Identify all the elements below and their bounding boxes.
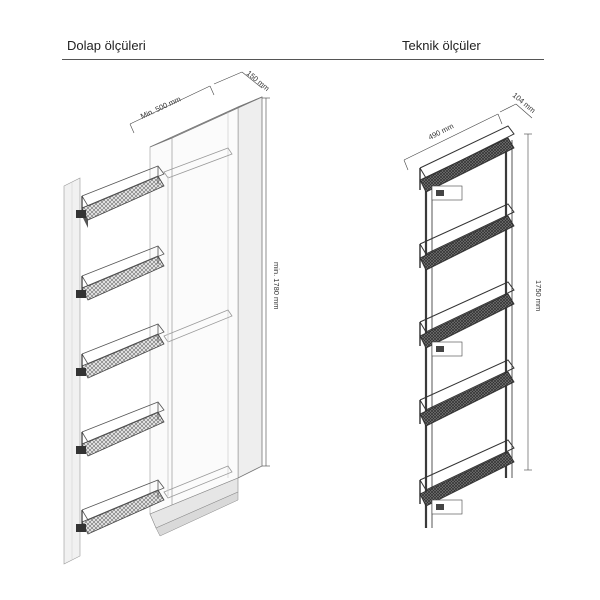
cabinet-dimensions-heading: Dolap ölçüleri <box>67 38 146 53</box>
cabinet-drawing: Min. 500 mm 150 mm min. 1780 mm <box>63 69 281 565</box>
technical-dimensions-heading: Teknik ölçüler <box>402 38 481 53</box>
cabinet-height-label: min. 1780 mm <box>272 262 281 310</box>
unit-basket-2 <box>419 203 515 271</box>
unit-drawing: 490 mm 104 mm 1750 mm <box>403 91 543 528</box>
cabinet-width-label: 150 mm <box>245 69 272 93</box>
cabinet-basket-2 <box>76 245 165 301</box>
runner-rails <box>163 147 233 499</box>
unit-basket-4 <box>419 359 515 427</box>
cabinet-height-dimension: min. 1780 mm <box>262 97 281 467</box>
unit-basket-1 <box>419 125 515 201</box>
cabinet-basket-3 <box>76 323 165 379</box>
unit-height-dimension: 1750 mm <box>524 133 543 471</box>
unit-basket-3 <box>419 281 515 357</box>
cabinet-basket-5 <box>76 479 165 535</box>
unit-basket-5 <box>419 439 515 515</box>
cabinet-depth-label: Min. 500 mm <box>139 94 182 120</box>
cabinet-width-dimension: 150 mm <box>213 69 272 93</box>
unit-depth-label: 490 mm <box>427 121 455 141</box>
cabinet-basket-4 <box>76 401 165 457</box>
heading-divider <box>62 59 544 60</box>
cabinet-door-panel <box>63 177 81 565</box>
cabinet-basket-1 <box>76 165 165 228</box>
unit-width-dimension: 104 mm <box>499 91 537 119</box>
unit-height-label: 1750 mm <box>534 280 543 311</box>
cabinet-side-panel <box>149 96 263 537</box>
